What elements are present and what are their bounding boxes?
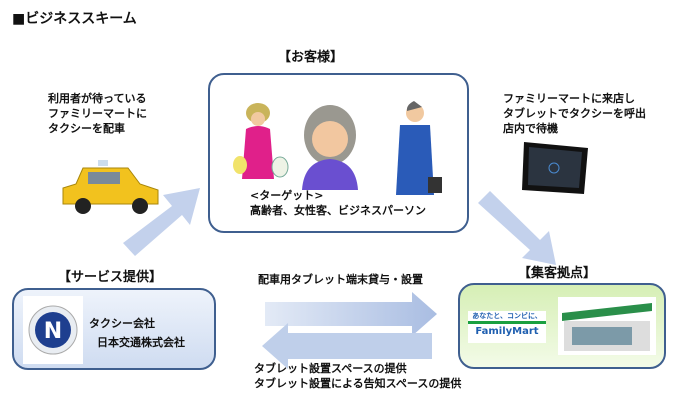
right-note-line: ファミリーマートに来店し [503, 92, 635, 105]
target-label: <ターゲット> [250, 189, 324, 202]
service-heading: 【サービス提供】 [58, 270, 163, 285]
store-box: あなたと、コンビに、 FamilyMart [458, 283, 666, 369]
target-list: 高齢者、女性客、ビジネスパーソン [250, 204, 426, 217]
logo-name: FamilyMart [475, 326, 539, 337]
store-heading: 【集客拠点】 [518, 266, 597, 281]
flow-to-service-line: タブレット設置スペースの提供 [254, 362, 407, 375]
arrow-to-service [262, 323, 432, 369]
service-line1: タクシー会社 [89, 317, 155, 330]
taxi-icon [62, 160, 159, 214]
service-box: N タクシー会社 日本交通株式会社 [12, 288, 216, 370]
logo-tagline: あなたと、コンビに、 [472, 312, 542, 320]
flow-to-service-label: タブレット設置スペースの提供 タブレット設置による告知スペースの提供 [254, 361, 461, 391]
left-note: 利用者が待っている ファミリーマートに タクシーを配車 [48, 91, 147, 136]
right-note: ファミリーマートに来店し タブレットでタクシーを呼出 店内で待機 [503, 91, 646, 136]
flow-to-store-label: 配車用タブレット端末貸与・設置 [258, 273, 423, 286]
nihon-kotsu-logo: N [23, 296, 83, 364]
left-note-line: ファミリーマートに [48, 107, 147, 120]
store-photo-icon [558, 297, 656, 355]
customer-illustrations-icon [233, 101, 442, 195]
service-line2: 日本交通株式会社 [97, 336, 185, 349]
customer-box: <ターゲット> 高齢者、女性客、ビジネスパーソン [208, 73, 469, 233]
arrow-customer-to-store [478, 191, 556, 265]
arrow-to-store [265, 292, 437, 336]
tablet-icon [522, 142, 588, 194]
right-note-line: タブレットでタクシーを呼出 [503, 107, 646, 120]
familymart-logo: あなたと、コンビに、 FamilyMart [468, 311, 546, 343]
diagram-title: ■ビジネススキーム [12, 11, 137, 27]
left-note-line: タクシーを配車 [48, 122, 125, 135]
arrow-service-to-customer [123, 188, 200, 256]
logo-letter: N [44, 319, 62, 344]
customer-heading: 【お客様】 [278, 50, 344, 65]
left-note-line: 利用者が待っている [48, 92, 147, 105]
right-note-line: 店内で待機 [503, 122, 558, 135]
flow-to-service-line: タブレット設置による告知スペースの提供 [254, 377, 462, 390]
